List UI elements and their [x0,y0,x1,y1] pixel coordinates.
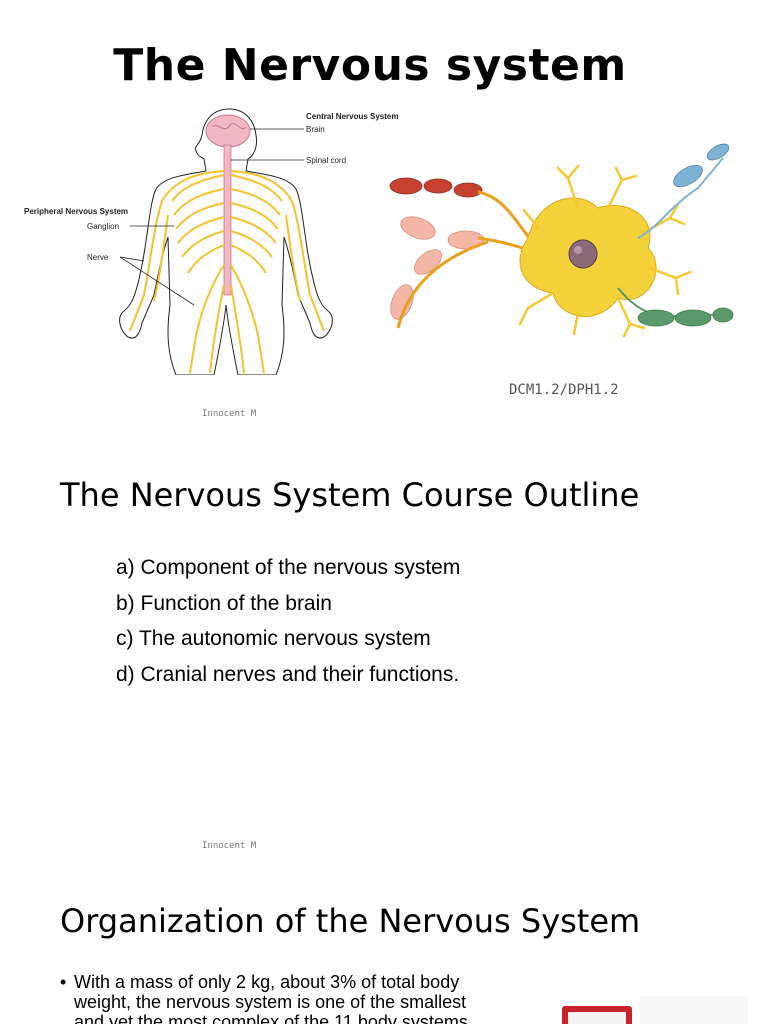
neuron-illustration [389,143,734,338]
bullet-list: • With a mass of only 2 kg, about 3% of … [60,972,500,1024]
label-peripheral-nervous-system: Peripheral Nervous System [24,207,128,216]
bullet-line: weight, the nervous system is one of the… [74,992,467,1012]
list-item: a) Component of the nervous system [116,556,461,579]
label-brain: Brain [306,125,325,134]
thumbnail-background [640,996,748,1024]
slide-organization: Organization of the Nervous System • Wit… [0,860,768,1024]
bullet-dot-icon: • [60,972,67,992]
label-central-nervous-system: Central Nervous System [306,112,398,121]
label-nerve: Nerve [87,253,109,262]
bullet-line: With a mass of only 2 kg, about 3% of to… [74,972,460,992]
body-nervous-system-illustration: Central Nervous System Brain Spinal cord… [24,108,398,375]
slide-title: The Nervous system [113,40,627,91]
label-spinal-cord: Spinal cord [306,156,346,165]
slide-title: Organization of the Nervous System [60,902,641,940]
list-item: d) Cranial nerves and their functions. [116,662,460,686]
slide-title: The Nervous System Course Outline [60,476,640,514]
course-code: DCM1.2/DPH1.2 [509,382,619,398]
list-item: b) Function of the brain [116,591,332,615]
slide-course-outline: The Nervous System Course Outline a) Com… [0,432,768,860]
list-item: • With a mass of only 2 kg, about 3% of … [60,972,500,1024]
image-thumbnail [562,1006,632,1024]
author-footer: Innocent M [202,409,257,419]
author-footer: Innocent M [202,841,257,851]
list-item: c) The autonomic nervous system [116,627,431,650]
slide-nervous-system: The Nervous system [0,0,768,432]
outline-list: a) Component of the nervous system b) Fu… [116,550,460,692]
label-ganglion: Ganglion [87,222,119,231]
bullet-line: and yet the most complex of the 11 body … [74,1012,468,1024]
